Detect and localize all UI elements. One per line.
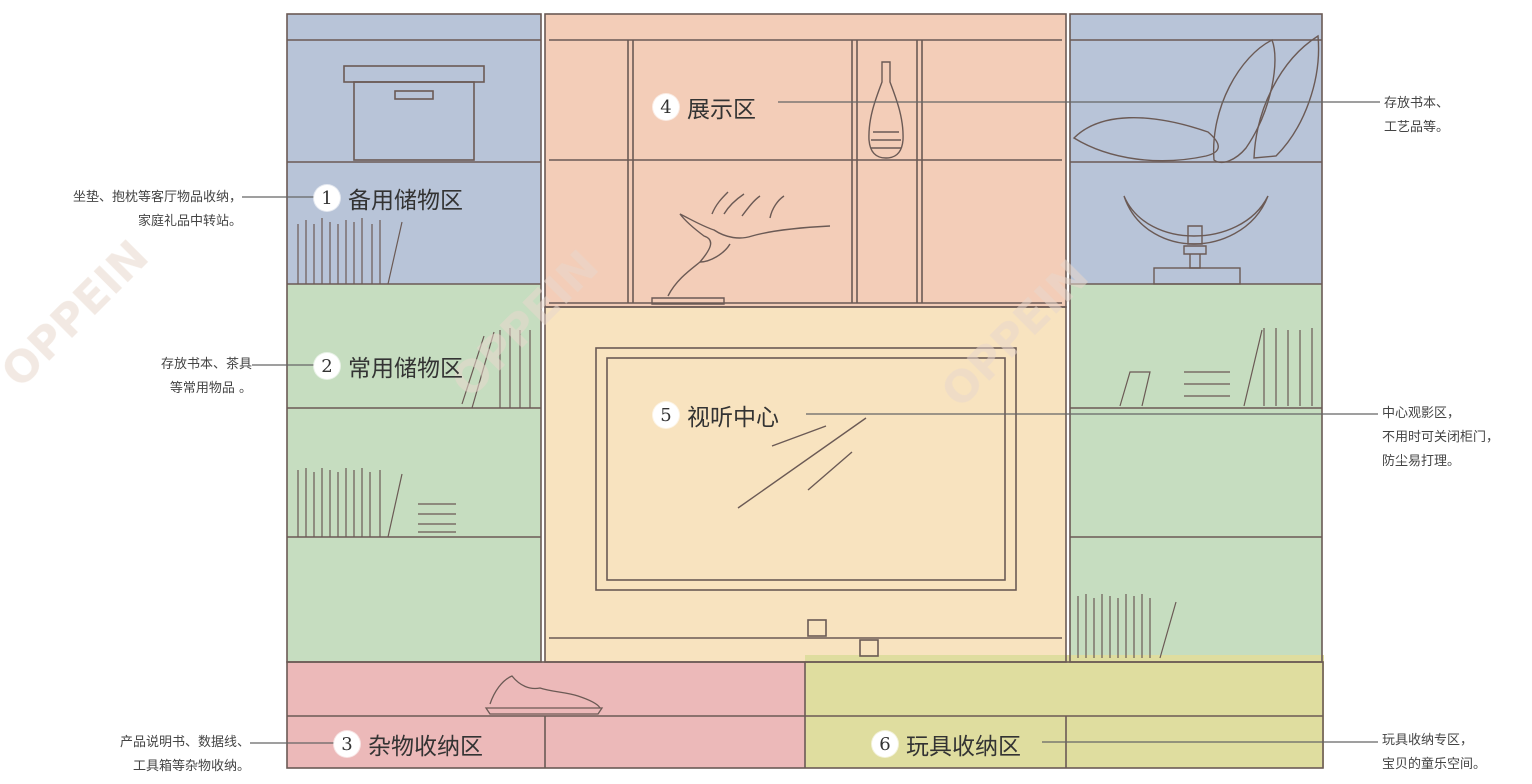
zone-2-label: 2 常用储物区 [314, 349, 463, 383]
zone-1-number: 1 [314, 185, 340, 211]
zone-2-number: 2 [314, 353, 340, 379]
zone-1-title: 备用储物区 [348, 188, 463, 214]
zone-3-number: 3 [334, 731, 360, 757]
zone-3-title: 杂物收纳区 [368, 734, 483, 760]
zone-3-fill [287, 662, 805, 768]
horn-sculpture-icon [1123, 195, 1269, 285]
zone-5-label: 5 视听中心 [653, 398, 779, 432]
zone-3-note: 产品说明书、数据线、 工具箱等杂物收纳。 [120, 731, 250, 779]
zone-5-note-line: 防尘易打理。 [1382, 454, 1461, 469]
tv-glare-icon [737, 417, 867, 509]
zone-5-note: 中心观影区， 不用时可关闭柜门， 防尘易打理。 [1382, 402, 1499, 474]
vase-icon [868, 61, 904, 159]
cabinet-lines [286, 13, 1324, 769]
zone-5-title: 视听中心 [687, 405, 779, 431]
zone-1-note-line: 坐垫、抱枕等客厅物品收纳， [72, 190, 242, 205]
zone-4-note: 存放书本、 工艺品等。 [1384, 92, 1449, 140]
watermark-text: OPPEIN [0, 231, 159, 398]
zone-5-note-line: 不用时可关闭柜门， [1382, 430, 1500, 445]
zone-6-title: 玩具收纳区 [906, 734, 1021, 760]
zone-1-left-fill [287, 14, 541, 284]
zone-5-note-line: 中心观影区， [1382, 406, 1461, 421]
zone-3-note-line: 工具箱等杂物收纳。 [132, 759, 250, 774]
zone-5-number: 5 [653, 402, 679, 428]
zone-2-note-line: 等常用物品 。 [169, 381, 252, 396]
zone-3-note-line: 产品说明书、数据线、 [119, 735, 250, 750]
leader-lines [242, 101, 1380, 744]
books-icon [297, 218, 1313, 659]
pillows-icon [1072, 34, 1320, 164]
zone-5-fill [545, 307, 1066, 663]
zone-2-left-fill [287, 284, 541, 662]
zone-4-note-line: 工艺品等。 [1384, 120, 1450, 135]
zone-1-note: 坐垫、抱枕等客厅物品收纳， 家庭礼品中转站。 [73, 186, 242, 234]
zone-4-label: 4 展示区 [653, 90, 756, 124]
deer-sculpture-icon [651, 191, 831, 305]
zone-fills [287, 14, 1324, 768]
box-icon [343, 65, 485, 161]
zone-4-note-line: 存放书本、 [1384, 96, 1450, 111]
zone-2-title: 常用储物区 [348, 356, 463, 382]
zone-2-right-fill [1070, 284, 1322, 662]
zone-6-note: 玩具收纳专区， 宝贝的童乐空间。 [1382, 729, 1486, 777]
zone-1-label: 1 备用储物区 [314, 181, 463, 215]
zone-6-note-line: 玩具收纳专区， [1382, 733, 1474, 748]
zone-6-note-line: 宝贝的童乐空间。 [1382, 757, 1487, 772]
zone-4-title: 展示区 [687, 97, 756, 123]
zone-6-number: 6 [872, 731, 898, 757]
zone-2-note: 存放书本、茶具 等常用物品 。 [161, 353, 252, 401]
zone-1-note-line: 家庭礼品中转站。 [137, 214, 242, 229]
zone-6-label: 6 玩具收纳区 [872, 727, 1021, 761]
zone-3-label: 3 杂物收纳区 [334, 727, 483, 761]
zone-1-right-fill [1070, 14, 1322, 284]
plant-tray-icon [484, 675, 604, 715]
zone-4-number: 4 [653, 94, 679, 120]
zone-2-note-line: 存放书本、茶具 [160, 357, 252, 372]
